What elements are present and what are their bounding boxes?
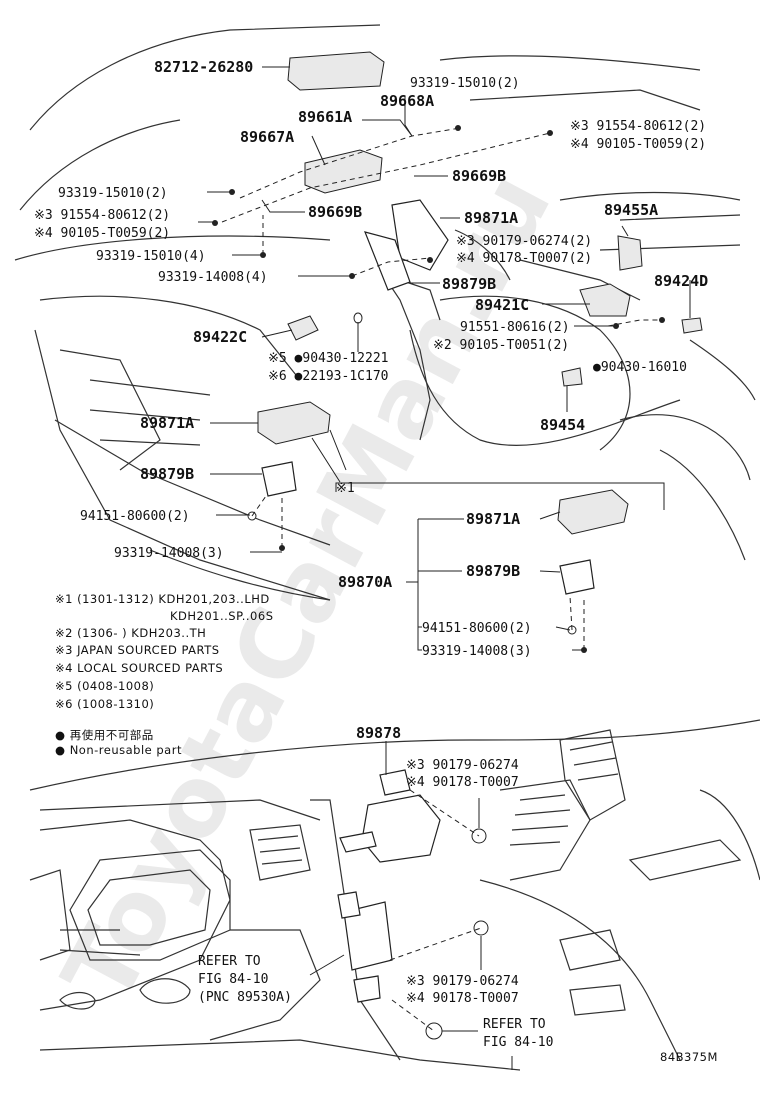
label-22193-1C170: ※6 ●22193-1C170 bbox=[268, 369, 388, 384]
label-89871A-left: 89871A bbox=[140, 414, 194, 432]
label-90179-06274-c: ※3 90179-06274 bbox=[406, 974, 519, 989]
label-89878: 89878 bbox=[356, 724, 401, 742]
label-90178-T0007-c: ※4 90178-T0007 bbox=[406, 991, 519, 1006]
label-93319-15010-a: 93319-15010(2) bbox=[410, 76, 520, 91]
part-82712-26280 bbox=[287, 51, 385, 91]
label-89668A: 89668A bbox=[380, 92, 434, 110]
part-number-labels: 82712-26280 93319-15010(2) 89668A 89661A… bbox=[34, 58, 718, 1064]
label-89454: 89454 bbox=[540, 416, 585, 434]
note-non-reusable-jp: ● 再使用不可部品 bbox=[55, 728, 154, 742]
label-89871A-top: 89871A bbox=[464, 209, 518, 227]
label-93319-15010-c: 93319-15010(4) bbox=[96, 249, 206, 264]
label-fig-84-10-a: FIG 84-10 bbox=[198, 972, 268, 987]
leader-lines bbox=[198, 66, 691, 651]
part-89661A bbox=[304, 149, 383, 194]
label-90430-16010: ●90430-16010 bbox=[593, 360, 687, 375]
label-89879B-left: 89879B bbox=[140, 465, 194, 483]
lower-fasteners bbox=[425, 828, 489, 1040]
part-89530A bbox=[337, 891, 393, 1003]
assembly-lines bbox=[221, 127, 662, 650]
label-89871A-kit: 89871A bbox=[466, 510, 520, 528]
label-fig-84-10-b: FIG 84-10 bbox=[483, 1035, 553, 1050]
label-90178-T0007-b: ※4 90178-T0007 bbox=[406, 775, 519, 790]
label-89669B-a: 89669B bbox=[452, 167, 506, 185]
part-89879B-left bbox=[261, 461, 297, 497]
part-89421C bbox=[579, 283, 631, 317]
label-93319-14008-c: 93319-14008(3) bbox=[422, 644, 532, 659]
note-5: ※5 (0408-1008) bbox=[55, 679, 154, 693]
label-94151-80600-a: 94151-80600(2) bbox=[80, 509, 190, 524]
label-89669B-b: 89669B bbox=[308, 203, 362, 221]
label-91554-80612-b: ※3 91554-80612(2) bbox=[34, 208, 170, 223]
label-89422C: 89422C bbox=[193, 328, 247, 346]
note-non-reusable-en: ● Non-reusable part bbox=[55, 743, 182, 757]
part-89424D bbox=[681, 317, 703, 334]
label-90105-T0059-a: ※4 90105-T0059(2) bbox=[570, 137, 706, 152]
note-3: ※3 JAPAN SOURCED PARTS bbox=[55, 643, 220, 657]
label-refer-to-b: REFER TO bbox=[483, 1017, 546, 1032]
note-1: ※1 (1301-1312) KDH201,203..LHD bbox=[55, 592, 270, 606]
part-89871A-upper bbox=[364, 199, 449, 291]
note-2: ※2 (1306- ) KDH203..TH bbox=[55, 626, 206, 640]
dashboard-outline bbox=[29, 719, 760, 1071]
label-82712-26280: 82712-26280 bbox=[154, 58, 253, 76]
label-90179-06274-b: ※3 90179-06274 bbox=[406, 758, 519, 773]
label-89870A: 89870A bbox=[338, 573, 392, 591]
label-94151-80600-b: 94151-80600(2) bbox=[422, 621, 532, 636]
label-93319-14008-b: 93319-14008(3) bbox=[114, 546, 224, 561]
label-89879B-kit: 89879B bbox=[466, 562, 520, 580]
label-90179-06274-a: ※3 90179-06274(2) bbox=[456, 234, 592, 249]
label-89455A: 89455A bbox=[604, 201, 658, 219]
label-93319-15010-b: 93319-15010(2) bbox=[58, 186, 168, 201]
label-93319-14008-a: 93319-14008(4) bbox=[158, 270, 268, 285]
part-89879B-kit bbox=[559, 559, 595, 595]
label-90105-T0059-b: ※4 90105-T0059(2) bbox=[34, 226, 170, 241]
label-91551-80616: 91551-80616(2) bbox=[460, 320, 570, 335]
label-91554-80612-a: ※3 91554-80612(2) bbox=[570, 119, 706, 134]
note-1b: KDH201..SP..06S bbox=[170, 609, 274, 623]
notes-legend: ※1 (1301-1312) KDH201,203..LHD KDH201..S… bbox=[55, 592, 274, 757]
label-90105-T0051: ※2 90105-T0051(2) bbox=[433, 338, 569, 353]
label-90430-12221: ※5 ●90430-12221 bbox=[268, 351, 388, 366]
lower-leader-lines bbox=[309, 741, 513, 1070]
label-89424D: 89424D bbox=[654, 272, 708, 290]
note-6: ※6 (1008-1310) bbox=[55, 697, 154, 711]
part-89871A-kit bbox=[557, 489, 629, 535]
label-89879B-top: 89879B bbox=[442, 275, 496, 293]
label-89421C: 89421C bbox=[475, 296, 529, 314]
label-89667A: 89667A bbox=[240, 128, 294, 146]
part-89454 bbox=[561, 367, 583, 387]
note-4: ※4 LOCAL SOURCED PARTS bbox=[55, 661, 223, 675]
label-refer-to-a: REFER TO bbox=[198, 954, 261, 969]
label-89661A: 89661A bbox=[298, 108, 352, 126]
part-89455A bbox=[617, 235, 643, 271]
part-89871A-left bbox=[257, 401, 347, 483]
label-ref-1: ※1 bbox=[336, 481, 355, 496]
part-89422C bbox=[287, 315, 319, 341]
figure-code: 84B375M bbox=[660, 1050, 718, 1064]
label-pnc-89530A: (PNC 89530A) bbox=[198, 990, 292, 1005]
vehicle-outline bbox=[14, 24, 756, 601]
label-90178-T0007-a: ※4 90178-T0007(2) bbox=[456, 251, 592, 266]
